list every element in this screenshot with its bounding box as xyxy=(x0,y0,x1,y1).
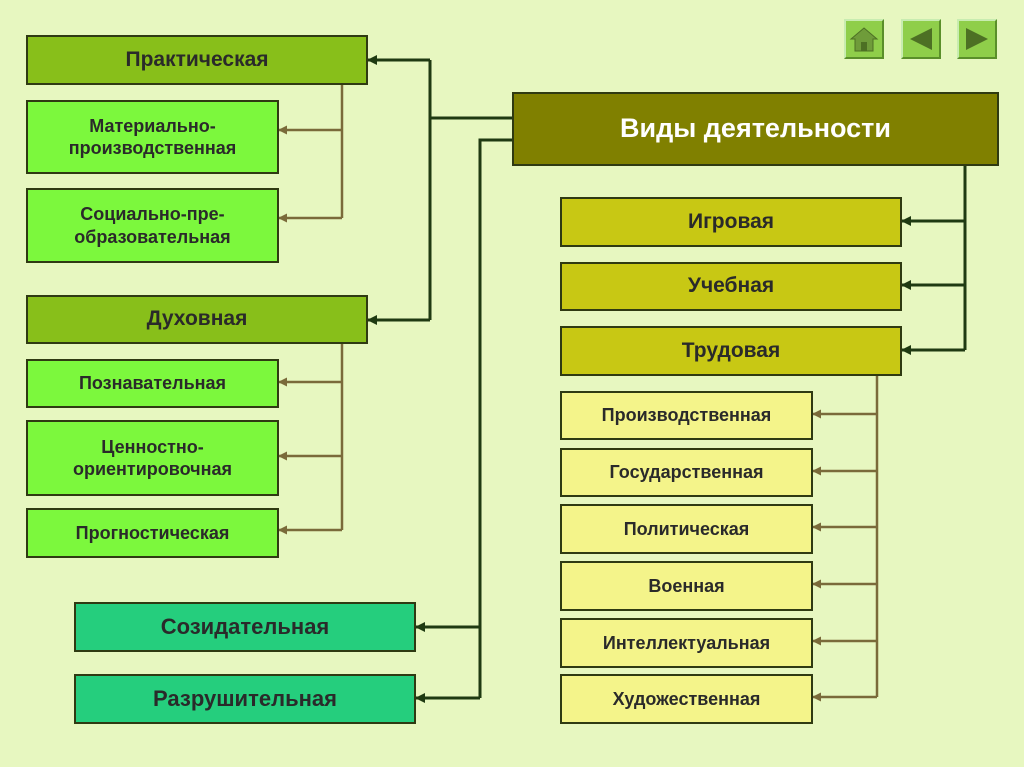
root-node: Виды деятельности xyxy=(512,92,999,166)
node-political-label: Политическая xyxy=(623,518,750,539)
back-button[interactable] xyxy=(901,19,941,59)
node-cognitive: Познавательная xyxy=(26,359,279,408)
home-button[interactable] xyxy=(844,19,884,59)
node-state-label: Государственная xyxy=(609,462,764,483)
node-artistic: Художественная xyxy=(560,674,813,724)
node-social-transform: Социально-пре- образовательная xyxy=(26,188,279,263)
node-material-production-label: Материально- производственная xyxy=(68,115,237,159)
triangle-right-icon xyxy=(966,28,988,50)
node-spiritual: Духовная xyxy=(26,295,368,344)
link-root-left-trunk xyxy=(428,60,512,320)
node-game: Игровая xyxy=(560,197,902,247)
node-creative: Созидательная xyxy=(74,602,416,652)
node-study-label: Учебная xyxy=(687,274,775,298)
node-intellectual: Интеллектуальная xyxy=(560,618,813,668)
node-value-orient: Ценностно- ориентировочная xyxy=(26,420,279,496)
node-destructive: Разрушительная xyxy=(74,674,416,724)
node-labor: Трудовая xyxy=(560,326,902,376)
node-prognostic-label: Прогностическая xyxy=(75,522,230,543)
node-cognitive-label: Познавательная xyxy=(78,373,227,394)
forward-button[interactable] xyxy=(957,19,997,59)
node-military-label: Военная xyxy=(648,575,725,596)
node-game-label: Игровая xyxy=(687,209,775,233)
node-creative-label: Созидательная xyxy=(160,614,330,640)
node-social-transform-label: Социально-пре- образовательная xyxy=(74,204,231,247)
node-military: Военная xyxy=(560,561,813,611)
node-destructive-label: Разрушительная xyxy=(153,686,337,712)
node-production: Производственная xyxy=(560,391,813,440)
triangle-left-icon xyxy=(910,28,932,50)
node-study: Учебная xyxy=(560,262,902,311)
node-political: Политическая xyxy=(560,504,813,554)
node-production-label: Производственная xyxy=(601,405,772,426)
node-practical: Практическая xyxy=(26,35,368,85)
node-artistic-label: Художественная xyxy=(612,688,761,709)
node-spiritual-label: Духовная xyxy=(146,307,248,331)
node-state: Государственная xyxy=(560,448,813,497)
node-practical-label: Практическая xyxy=(125,47,269,71)
root-label: Виды деятельности xyxy=(620,113,891,144)
node-prognostic: Прогностическая xyxy=(26,508,279,558)
node-labor-label: Трудовая xyxy=(681,338,781,362)
node-intellectual-label: Интеллектуальная xyxy=(602,632,771,653)
node-value-orient-label: Ценностно- ориентировочная xyxy=(72,436,233,480)
home-icon xyxy=(849,27,879,52)
node-material-production: Материально- производственная xyxy=(26,100,279,174)
link-root-bottom-trunk xyxy=(478,138,512,698)
